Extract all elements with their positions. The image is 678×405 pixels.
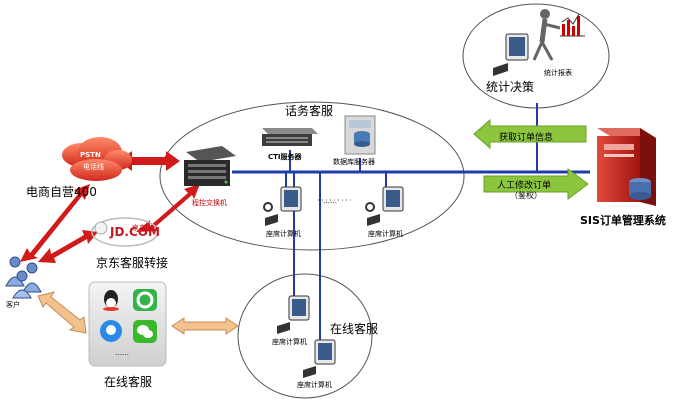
ecommerce-400-label: 电商自营400 (26, 185, 97, 199)
seat-computer-label-1: 座席计算机 (266, 230, 301, 238)
jd-transfer-label: 京东客服转接 (96, 256, 169, 270)
jd-logo-text: JD.COM (110, 225, 160, 239)
arrow-switch-jd (136, 184, 200, 232)
traffic-ellipsis: …… (323, 197, 337, 205)
online-service-ellipse (237, 273, 373, 399)
stats-decision-label: 统计决策 (486, 80, 535, 94)
online-service-apps-label: 在线客服 (104, 375, 153, 389)
pstn-sub-label: 电话线 (83, 163, 104, 171)
users-icon (5, 256, 42, 299)
traffic-service-label: 话务客服 (285, 104, 334, 118)
stats-report-label: 统计报表 (544, 69, 572, 77)
seat-computer-label-2: 座席计算机 (368, 230, 403, 238)
customer-label: 客户 (6, 301, 20, 309)
pstn-title-label: PSTN (80, 151, 101, 159)
sis-server-icon (597, 128, 656, 206)
arrow-get-order (473, 118, 587, 150)
apps-more-label: …… (115, 349, 129, 357)
arrow-pstn-switch (118, 151, 180, 171)
seat-computer-icon-1 (263, 186, 302, 226)
stats-computer-icon (493, 33, 529, 76)
seat-computer-icon-2 (365, 186, 404, 226)
pstn-cloud-icon (62, 137, 132, 181)
db-server-icon (344, 115, 376, 155)
arrow-customer-online (37, 291, 87, 334)
cti-server-label: CTI服务器 (268, 153, 302, 161)
online-computer-label-2: 座席计算机 (297, 381, 332, 389)
arrow-manual-modify (483, 168, 589, 200)
arrow-pstn-customer (20, 184, 90, 262)
qq-icon (103, 290, 119, 311)
arrow-jd-customer (38, 230, 98, 263)
program-switch-label: 程控交换机 (192, 199, 227, 207)
manual-modify-label-1: 人工修改订单 (497, 181, 552, 191)
sis-system-label: SIS订单管理系统 (580, 214, 666, 227)
db-server-label: 数据库服务器 (333, 158, 375, 166)
online-computer-icon-1 (277, 295, 310, 334)
jd-cn-text: 京东 (132, 224, 146, 232)
traffic-service-ellipse (159, 101, 465, 251)
wechat-icon (133, 320, 157, 343)
switch-icon (184, 146, 236, 186)
online-computer-label-1: 座席计算机 (272, 338, 307, 346)
app-icon (133, 289, 157, 311)
chart-icon (560, 13, 585, 37)
cti-server-icon (262, 128, 318, 146)
message-icon (100, 320, 122, 342)
arrow-online-apps (171, 317, 239, 335)
online-service-label: 在线客服 (330, 322, 379, 336)
manual-modify-label-2: （鉴权） (510, 191, 542, 200)
get-order-label: 获取订单信息 (499, 133, 554, 143)
jd-logo-icon (91, 217, 159, 247)
online-computer-icon-2 (303, 339, 336, 378)
presenter-figure-icon (532, 9, 561, 61)
